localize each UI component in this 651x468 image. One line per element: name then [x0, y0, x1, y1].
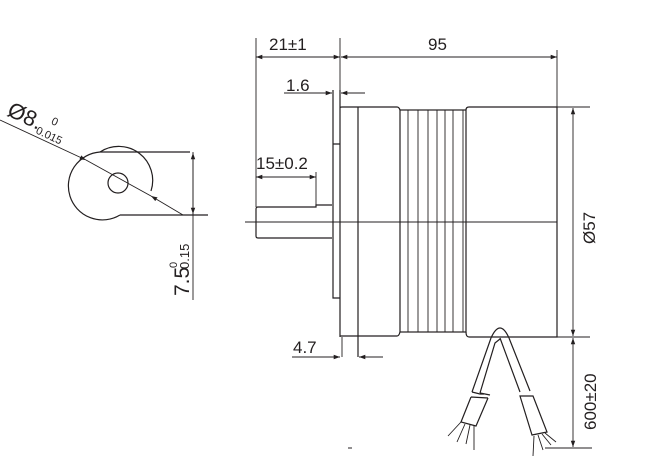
flat-length-label: 15±0.2 — [256, 154, 308, 173]
lead-wires — [447, 327, 557, 457]
rear-housing — [465, 106, 558, 338]
shaft-length-label: 21±1 — [269, 35, 307, 54]
shaft-diameter-label: Ø8. 0 0.015 — [4, 97, 64, 148]
flat-tol-upper: 0 — [168, 262, 180, 268]
lead-length-label: 600±20 — [581, 373, 600, 430]
motor-side-view: 21±1 95 1.6 15±0.2 4.7 Ø57 600±20 — [245, 35, 600, 457]
diameter-leader — [0, 119, 87, 161]
body-diameter-label: Ø57 — [580, 212, 599, 244]
front-step-label: 4.7 — [293, 338, 317, 357]
diameter-tol-upper: 0 — [49, 115, 60, 128]
flange-thickness-label: 1.6 — [286, 76, 310, 95]
flat-text: 7.5 — [171, 267, 194, 296]
flange-plate — [332, 90, 340, 299]
body-length-label: 95 — [428, 35, 447, 54]
flat-label: 7.5 0 0.15 — [168, 244, 194, 296]
ribbed-section — [399, 109, 467, 333]
diameter-tol-lower: 0.015 — [34, 125, 64, 148]
shaft — [255, 204, 332, 239]
shaft-section-view: Ø8. 0 0.015 7.5 0 0.15 — [0, 97, 208, 300]
shaft-center-circle — [107, 172, 129, 194]
front-cap — [339, 90, 401, 357]
flat-tol-lower: 0.15 — [177, 244, 192, 269]
